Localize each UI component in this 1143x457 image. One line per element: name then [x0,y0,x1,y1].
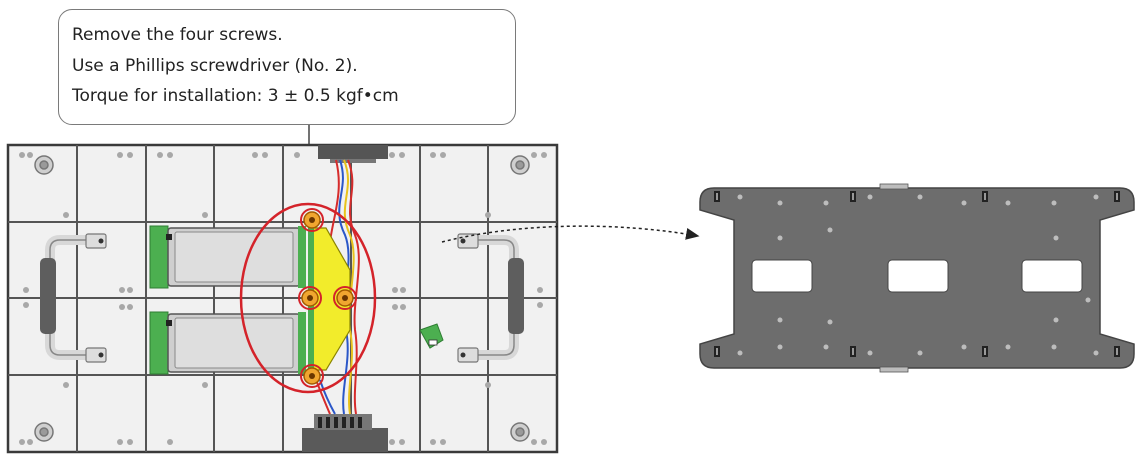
receiving-card-upper [149,225,306,289]
arrow-icon [441,225,700,243]
corner-bosses [34,155,530,442]
panel-dots [19,152,547,445]
power-connector-bottom [302,414,388,452]
screw-icon [303,367,321,385]
small-pcb [419,323,444,349]
cabinet-grid [8,145,557,452]
receiving-card-lower [149,311,306,375]
callout-line-1: Remove the four screws. [72,25,283,45]
power-connector-top [318,145,388,163]
screw-highlight [300,364,324,388]
screw-icon [301,289,319,307]
instruction-callout: Remove the four screws. Use a Phillips s… [58,9,516,125]
screw-icon [336,289,354,307]
bracket-window-left [751,259,813,293]
right-handle [457,233,524,363]
screw-highlight [298,286,322,310]
callout-line-3: Torque for installation: 3 ± 0.5 kgf•cm [72,86,399,106]
left-handle [40,233,107,363]
screw-highlight [333,286,357,310]
callout-line-2: Use a Phillips screwdriver (No. 2). [72,55,358,76]
bracket-clips [714,191,1120,357]
highlight-ellipse [239,202,377,394]
cabinet-back-view [6,143,559,454]
bracket-window-right [1021,259,1083,293]
screw-highlight [300,208,324,232]
bracket-window-center [887,259,949,293]
removed-bracket [699,183,1135,373]
screw-icon [303,211,321,229]
bracket-rivets [737,194,1099,356]
